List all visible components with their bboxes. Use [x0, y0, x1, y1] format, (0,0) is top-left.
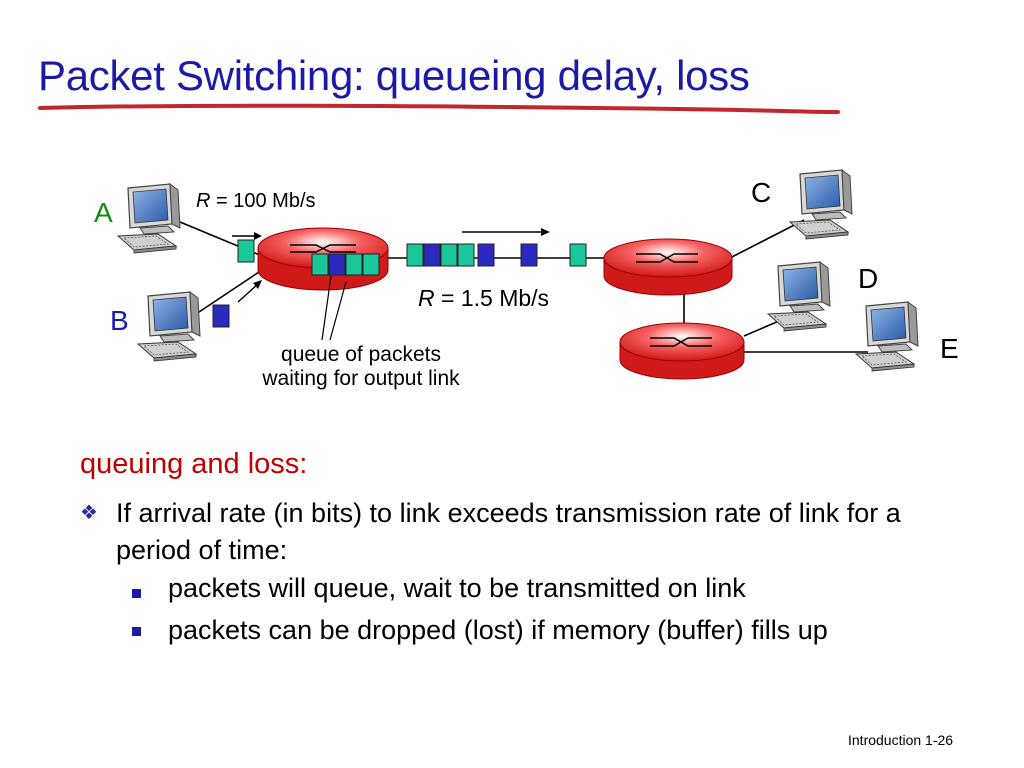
- slide-title: Packet Switching: queueing delay, loss: [38, 52, 750, 99]
- rate-label-in: R = 100 Mb/s: [196, 190, 316, 212]
- host-label-d: D: [858, 263, 878, 294]
- arrow-in-a: [232, 232, 262, 240]
- computer-c-icon: [789, 169, 853, 240]
- arrow-out: [462, 228, 550, 236]
- queue-pointer-line: [329, 281, 347, 341]
- diamond-bullet-icon: ❖: [80, 502, 98, 524]
- computer-b-icon: [137, 291, 201, 362]
- queued-packet: [362, 253, 380, 276]
- link-packet: [440, 243, 458, 267]
- rate-out-value: = 1.5 Mb/s: [435, 285, 549, 311]
- router-3: [619, 322, 745, 380]
- link-packet: [477, 243, 495, 267]
- computer-e-icon: [855, 301, 919, 372]
- router-2: [603, 238, 733, 296]
- packets-on-link: [406, 243, 587, 267]
- sub-bullet-1: packets will queue, wait to be transmitt…: [168, 573, 746, 603]
- title-underline: [38, 103, 840, 114]
- link-packet: [406, 243, 424, 267]
- section-heading: queuing and loss:: [80, 448, 308, 480]
- host-label-c: C: [751, 177, 771, 208]
- packet-incoming-b: [212, 304, 230, 328]
- host-label-b: B: [110, 305, 129, 336]
- computer-d-icon: [767, 261, 831, 332]
- queued-packet: [345, 253, 363, 276]
- bullet-1: If arrival rate (in bits) to link exceed…: [116, 498, 901, 565]
- sub-bullet-2: packets can be dropped (lost) if memory …: [168, 615, 828, 645]
- link-packet: [520, 243, 538, 267]
- link-packet: [457, 243, 475, 267]
- slide-footer: Introduction 1-26: [848, 732, 954, 748]
- link-packet: [423, 243, 441, 267]
- arrow-in-b: [237, 280, 262, 303]
- queue-label-line1: queue of packets: [281, 343, 441, 366]
- queue-pointer-line: [321, 275, 332, 341]
- rate-in-value: = 100 Mb/s: [210, 190, 315, 212]
- square-bullet-icon: [132, 627, 141, 636]
- packet-queue: [311, 253, 380, 276]
- rate-in-var: R: [196, 190, 210, 212]
- host-label-e: E: [940, 333, 959, 364]
- host-label-a: A: [94, 197, 113, 228]
- queued-packet: [311, 253, 329, 276]
- link-packet: [569, 243, 587, 267]
- rate-out-var: R: [418, 285, 435, 311]
- link-b-router: [189, 269, 263, 319]
- rate-label-out: R = 1.5 Mb/s: [418, 285, 549, 311]
- queue-label-line2: waiting for output link: [261, 367, 460, 390]
- queued-packet: [328, 253, 346, 276]
- packet-incoming-a: [237, 239, 255, 263]
- computer-a-icon: [117, 183, 181, 254]
- link-router2-c: [729, 219, 805, 259]
- square-bullet-icon: [132, 589, 141, 598]
